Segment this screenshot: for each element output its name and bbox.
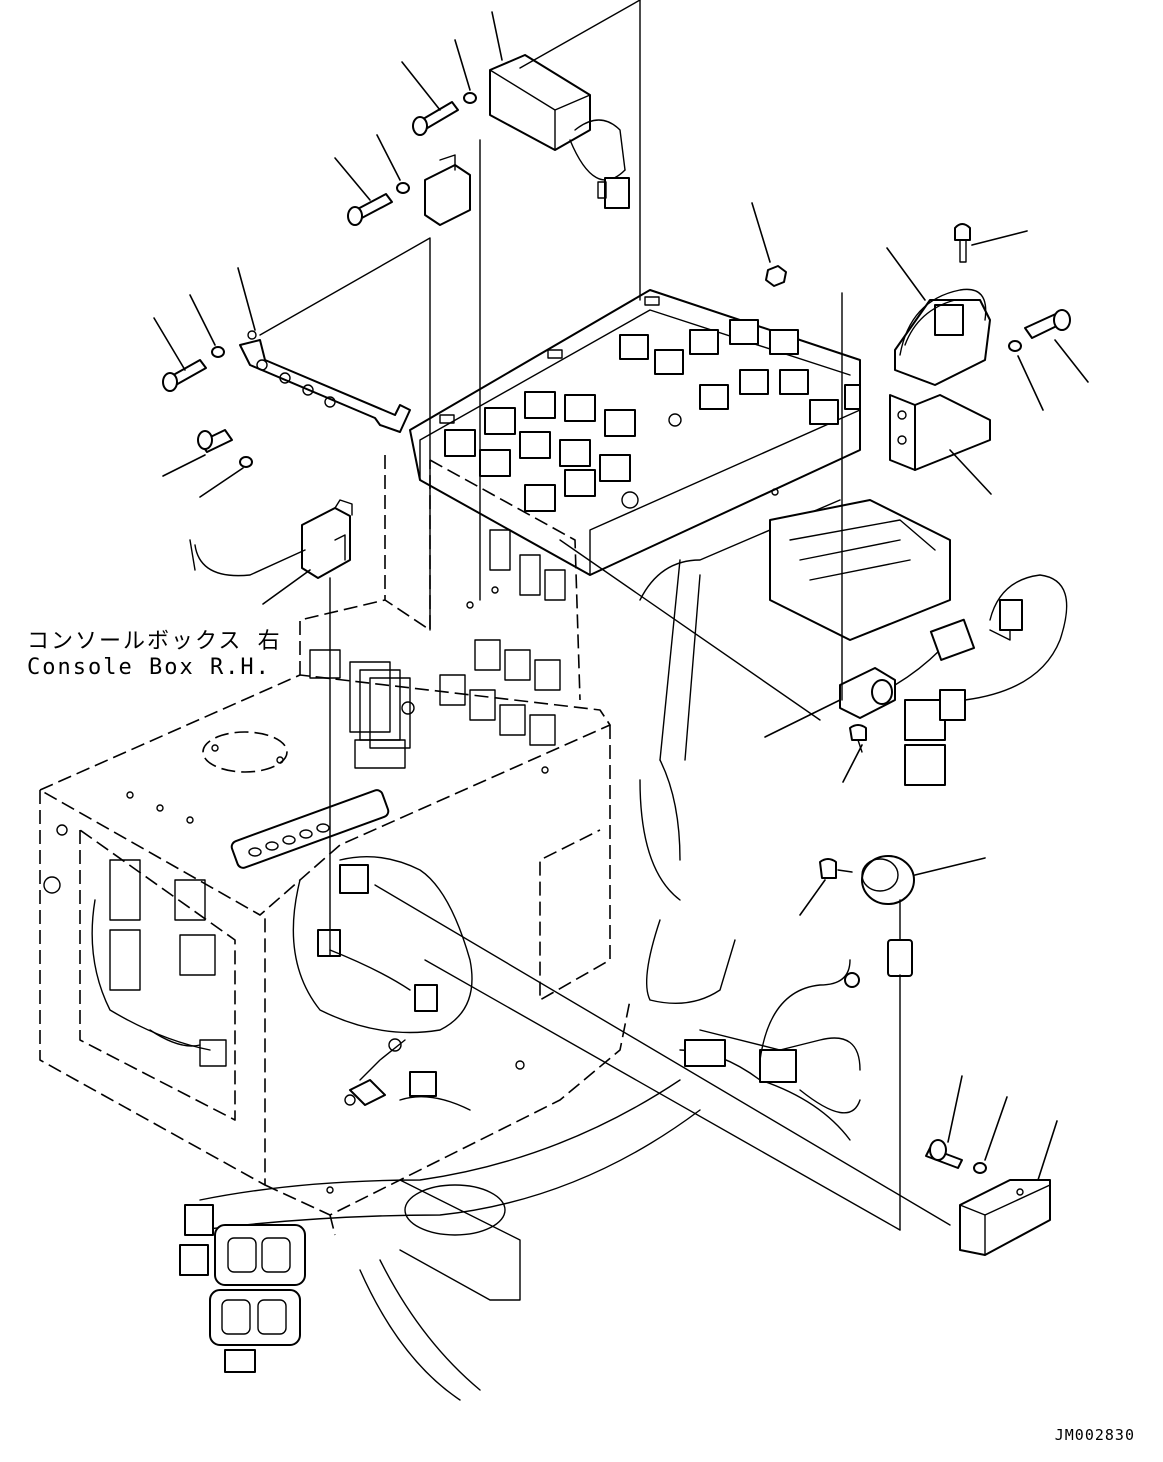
leader-lines: [153, 0, 1089, 1231]
mounting-bracket-left: [162, 330, 411, 433]
console-internal-components: [91, 529, 566, 1067]
relay-with-harness-left: [189, 429, 353, 579]
bracket-bottom-right: [925, 1139, 1051, 1256]
console-box-label-japanese: コンソールボックス 右: [27, 629, 282, 654]
console-box-frame: [39, 455, 631, 1236]
sensor-unit: [839, 618, 976, 753]
relay-fuse-block: [409, 289, 861, 576]
buzzer-unit: [819, 855, 915, 977]
bolt-washer-set-top: [347, 92, 477, 226]
wiring-harness-lower: [179, 856, 861, 1401]
hex-nut: [765, 265, 787, 287]
drawing-code-label: JM002830: [1054, 1426, 1135, 1444]
terminal-block-right: [889, 223, 1071, 471]
console-box-label-english: Console Box R.H.: [27, 655, 271, 680]
controller-unit: [489, 54, 630, 209]
wiring-harness-right: [559, 499, 1068, 901]
relay-modules: [444, 319, 861, 512]
